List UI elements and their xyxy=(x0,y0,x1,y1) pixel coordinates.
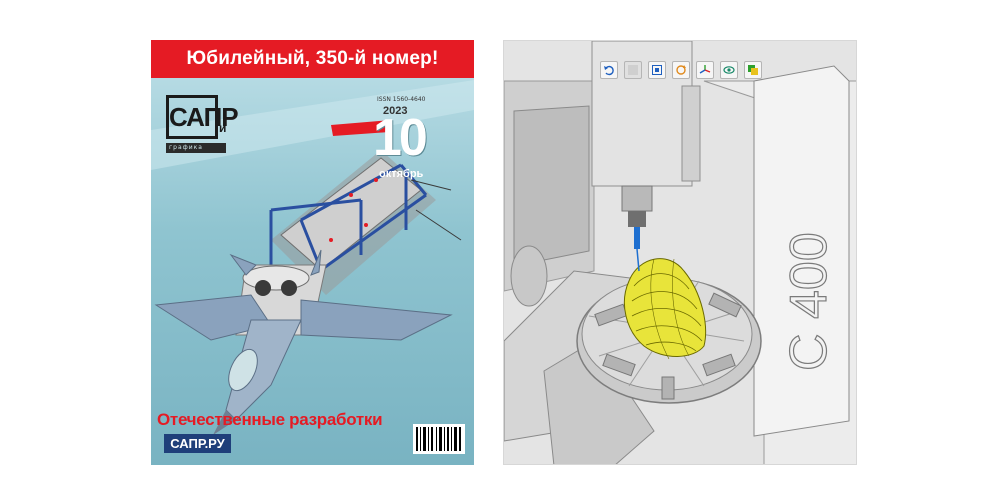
visibility-button[interactable] xyxy=(720,61,738,79)
magazine-logo: САПР и графика xyxy=(166,95,239,157)
logo-subtitle: графика xyxy=(166,143,226,153)
fighter-jet xyxy=(154,249,453,435)
barcode xyxy=(413,424,465,454)
assembly-jig xyxy=(269,120,462,295)
issue-month: октябрь xyxy=(379,168,424,180)
layers-icon xyxy=(748,65,758,75)
layers-button[interactable] xyxy=(744,61,762,79)
zoom-fit-icon xyxy=(652,65,662,75)
axes-button[interactable] xyxy=(696,61,714,79)
view-toolbar xyxy=(600,61,770,81)
issn-text: ISSN 1560-4640 xyxy=(377,96,426,103)
cutting-tool xyxy=(634,227,640,249)
blank-icon xyxy=(628,65,638,75)
blank-button[interactable] xyxy=(624,61,642,79)
zoom-fit-button[interactable] xyxy=(648,61,666,79)
undo-button[interactable] xyxy=(600,61,618,79)
axes-icon xyxy=(699,65,711,74)
issue-year: 2023 xyxy=(383,105,408,117)
site-url: САПР.РУ xyxy=(164,434,231,453)
logo-main-text: САПР xyxy=(166,95,239,139)
machine-label: C 400 xyxy=(780,232,838,371)
logo-i-text: и xyxy=(219,121,227,135)
rotate-button[interactable] xyxy=(672,61,690,79)
cover-headline: Отечественные разработки xyxy=(157,410,383,429)
workpiece xyxy=(623,248,707,360)
anniversary-banner: Юбилейный, 350-й номер! xyxy=(151,40,474,78)
undo-icon xyxy=(604,65,614,76)
issue-number: 10 xyxy=(373,109,428,167)
machine-scene: C 400 xyxy=(504,41,856,464)
cam-viewport[interactable]: C 400 xyxy=(503,40,857,465)
magazine-cover: Юбилейный, 350-й номер! САПР и графика I… xyxy=(151,40,474,465)
cover-illustration xyxy=(151,80,474,454)
rotate-icon xyxy=(676,65,686,75)
eye-icon xyxy=(723,66,735,74)
